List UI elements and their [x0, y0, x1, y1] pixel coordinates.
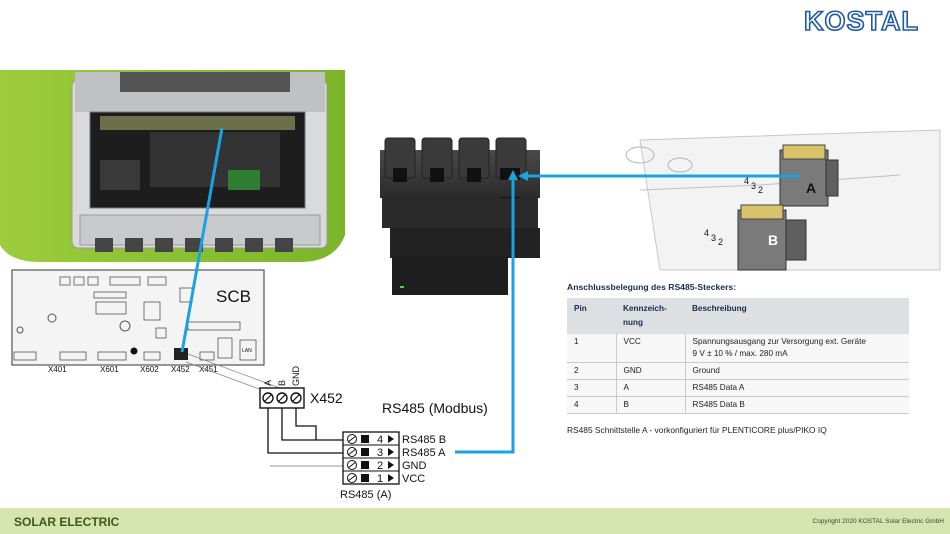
connector-label-x452: X452	[171, 365, 190, 374]
table-header-row: Pin Kennzeich- nung Beschreibung	[567, 298, 909, 334]
inverter-illustration	[0, 70, 345, 262]
plug-pin-2-label: GND	[402, 460, 427, 472]
header-code: Kennzeich- nung	[616, 298, 685, 334]
plug-pin-3-num: 3	[377, 447, 383, 459]
table-row: 2 GND Ground	[567, 362, 909, 380]
detail-b-num-2: 2	[718, 237, 723, 247]
terminal-pin-b: B	[277, 380, 287, 386]
energy-meter	[380, 137, 540, 295]
pin-table-title: Anschlussbelegung des RS485-Steckers:	[567, 282, 737, 292]
detail-a-num-2: 2	[758, 185, 763, 195]
header-pin: Pin	[567, 298, 616, 334]
row-3-pin: 3	[567, 379, 616, 397]
bus-label: RS485 (Modbus)	[382, 400, 488, 416]
footer-brand: SOLAR ELECTRIC	[14, 515, 120, 529]
terminal-pin-a: A	[263, 380, 273, 386]
plug-pin-4-num: 4	[377, 434, 383, 446]
table-row: 4 B RS485 Data B	[567, 396, 909, 414]
row-2-pin: 2	[567, 362, 616, 380]
scb-board	[11, 269, 265, 366]
terminal-label: X452	[310, 390, 343, 406]
plug-pin-1-label: VCC	[402, 473, 425, 485]
row-1-desc: Spannungsausgang zur Versorgung ext. Ger…	[684, 334, 909, 363]
kostal-logo: KOSTAL	[803, 5, 919, 37]
pin-assignment-table: Pin Kennzeich- nung Beschreibung 1 VCC S…	[567, 298, 909, 414]
detail-b-num-4: 4	[704, 228, 709, 238]
table-row: 1 VCC Spannungsausgang zur Versorgung ex…	[567, 334, 909, 363]
row-1-code: VCC	[615, 334, 685, 363]
detail-a-num-4: 4	[744, 176, 749, 186]
footer-copyright: Copyright 2020 KOSTAL Solar Electric Gmb…	[812, 518, 945, 525]
plug-pin-2-num: 2	[377, 460, 383, 472]
plug-detail-illustration	[625, 129, 941, 271]
terminal-wires	[267, 408, 345, 467]
plug-pin-3-label: RS485 A	[402, 447, 446, 459]
connector-label-x602: X602	[140, 365, 159, 374]
row-4-code: B	[615, 396, 685, 414]
row-2-code: GND	[615, 362, 685, 380]
detail-b-num-3: 3	[711, 233, 716, 243]
detail-a-num-3: 3	[751, 181, 756, 191]
row-4-desc: RS485 Data B	[684, 396, 909, 414]
connector-label-x601: X601	[100, 365, 119, 374]
plug-pin-1-num: 1	[377, 473, 383, 485]
terminal-pin-gnd: GND	[291, 366, 301, 387]
row-2-desc: Ground	[684, 362, 909, 380]
pin-table-note: RS485 Schnittstelle A - vorkonfiguriert …	[567, 425, 827, 435]
blue-connection-lines	[180, 127, 800, 454]
row-4-pin: 4	[567, 396, 616, 414]
detail-label-a: A	[806, 180, 816, 196]
plug-name: RS485 (A)	[340, 489, 391, 501]
header-description: Beschreibung	[685, 298, 909, 334]
row-3-code: A	[615, 379, 685, 397]
footer-band: SOLAR ELECTRIC Copyright 2020 KOSTAL Sol…	[0, 508, 950, 534]
rs485-plug	[342, 431, 400, 485]
lan-label: LAN	[242, 348, 252, 354]
connector-label-x401: X401	[48, 365, 67, 374]
row-1-pin: 1	[567, 334, 616, 363]
table-row: 3 A RS485 Data A	[567, 379, 909, 397]
detail-label-b: B	[768, 232, 778, 248]
plug-pin-4-label: RS485 B	[402, 434, 446, 446]
connector-label-x451: X451	[199, 365, 218, 374]
x452-terminal	[259, 387, 305, 409]
scb-label: SCB	[216, 287, 251, 306]
row-3-desc: RS485 Data A	[684, 379, 909, 397]
wiring-diagram: SCB X401 X601 X602 X452 X451 LAN A B GND…	[0, 70, 941, 501]
